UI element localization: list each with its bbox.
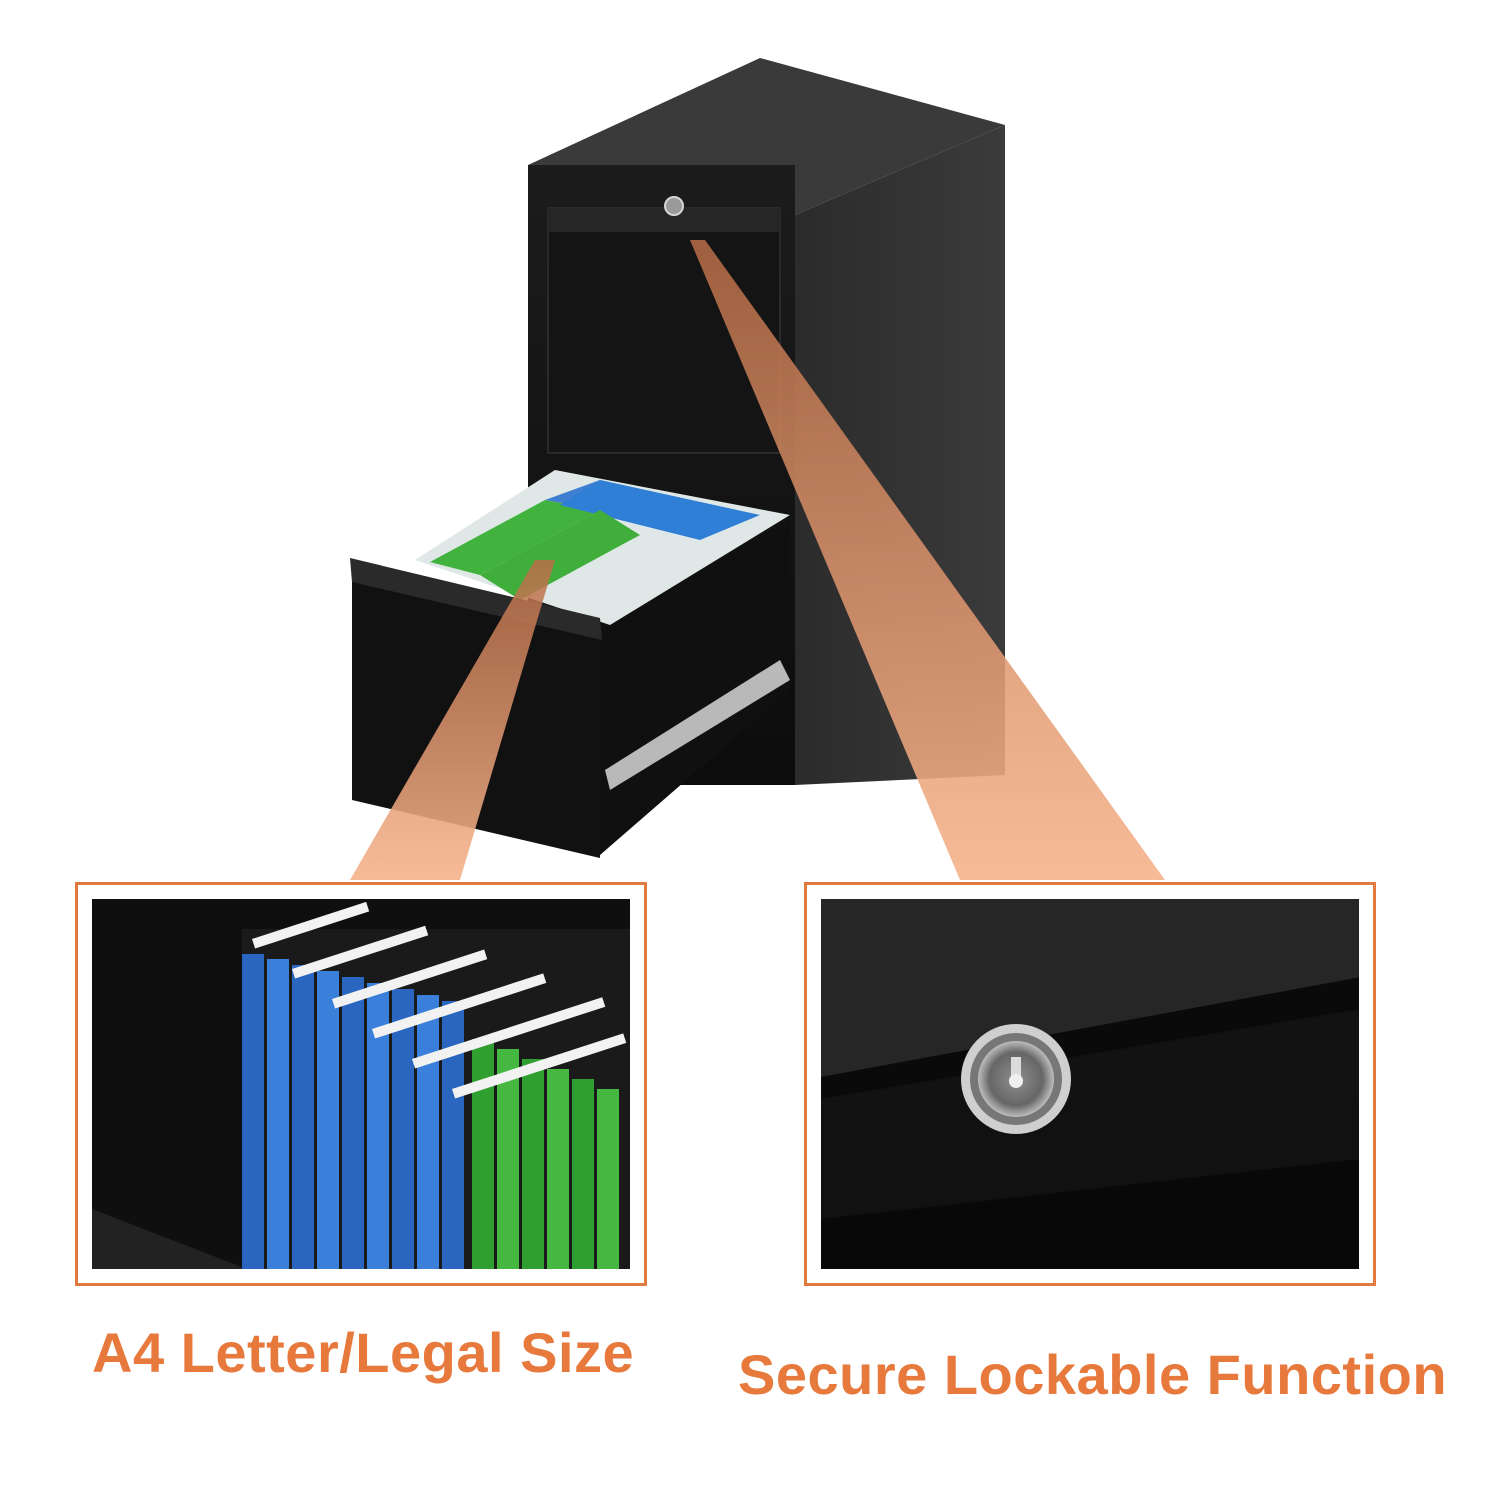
lock-closeup <box>821 899 1359 1269</box>
highlight-beam-lock <box>690 240 1165 880</box>
feature-panel-folders <box>75 882 647 1286</box>
folder-hooks <box>252 901 627 1099</box>
hanging-folders <box>415 470 790 625</box>
open-drawer-handle <box>350 558 602 640</box>
highlight-beam-folders <box>350 560 555 880</box>
folders-closeup <box>92 899 630 1269</box>
lock-closeup-image <box>821 899 1359 1269</box>
caption-lockable: Secure Lockable Function <box>738 1343 1448 1406</box>
caption-folder-size: A4 Letter/Legal Size <box>92 1321 635 1384</box>
feature-panel-lock <box>804 882 1376 1286</box>
green-folders <box>472 1039 619 1269</box>
folders-closeup-image <box>92 899 630 1269</box>
cylinder-lock-icon <box>961 1024 1071 1134</box>
blue-folders <box>242 954 464 1269</box>
cabinet-lock-icon <box>664 196 684 216</box>
drawer-slide-rail <box>605 660 790 790</box>
upper-drawer-handle <box>548 208 780 232</box>
